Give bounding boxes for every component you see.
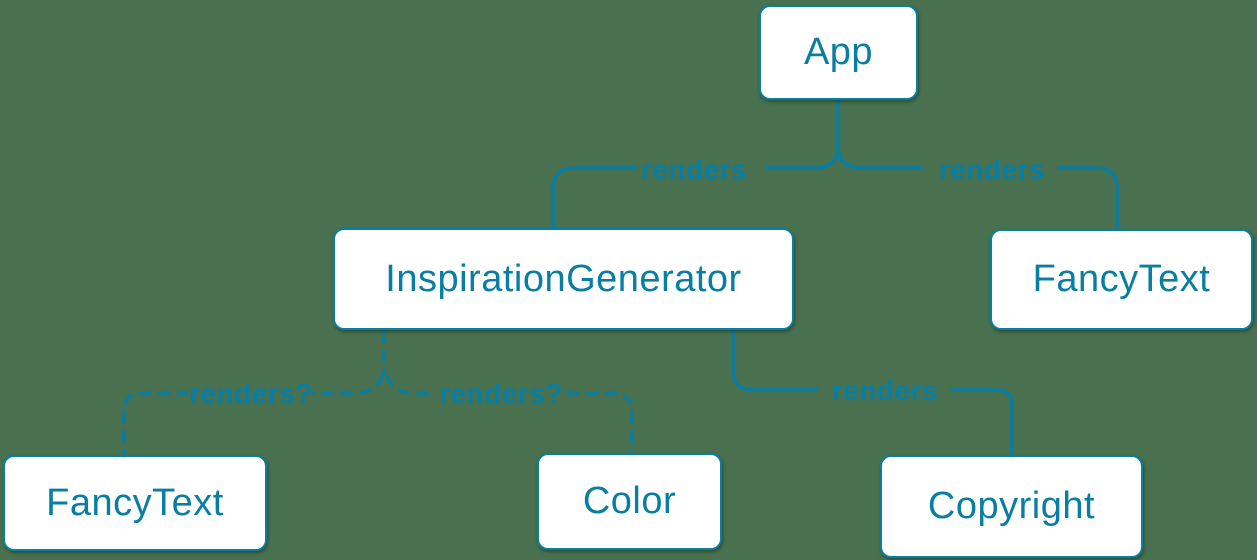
node-fancy-text-bottom: FancyText (3, 455, 267, 551)
node-copyright-label: Copyright (927, 485, 1096, 527)
edge-inspirationgenerator-to-fancytext-arm (311, 374, 384, 395)
node-app-label: App (803, 31, 874, 73)
node-color: Color (537, 453, 722, 550)
edge-inspirationgenerator-to-copyright-stem (731, 328, 818, 392)
edge-app-to-fancytext-stem (836, 146, 924, 170)
edge-app-to-inspirationgenerator-tail (551, 166, 638, 230)
edge-app-to-fancytext-tail (1057, 166, 1119, 231)
edge-app-to-inspirationgenerator-stem (765, 98, 840, 170)
edge-label-inspirationgenerator-renders-copyright: renders (831, 375, 939, 406)
node-fancy-text-bottom-label: FancyText (46, 481, 224, 524)
edge-label-app-renders-inspirationgenerator: renders (640, 154, 748, 185)
node-inspiration-generator-label: InspirationGenerator (385, 257, 742, 300)
node-fancy-text-top-label: FancyText (1032, 258, 1211, 300)
node-copyright: Copyright (880, 455, 1143, 558)
node-color-label: Color (582, 480, 677, 522)
edge-inspirationgenerator-to-color-tail (566, 391, 634, 453)
node-fancy-text-top: FancyText (990, 229, 1253, 330)
edge-inspirationgenerator-to-fancytext-tail (122, 391, 190, 455)
node-inspiration-generator: InspirationGenerator (333, 228, 794, 330)
edge-label-app-renders-fancytext: renders (938, 154, 1046, 185)
edge-inspirationgenerator-to-copyright-tail (950, 388, 1014, 457)
edge-inspirationgenerator-to-color-arm (385, 374, 434, 395)
edge-label-inspirationgenerator-renders-fancytext: renders? (189, 378, 313, 409)
edge-label-inspirationgenerator-renders-color: renders? (439, 378, 563, 409)
node-app: App (759, 5, 918, 100)
